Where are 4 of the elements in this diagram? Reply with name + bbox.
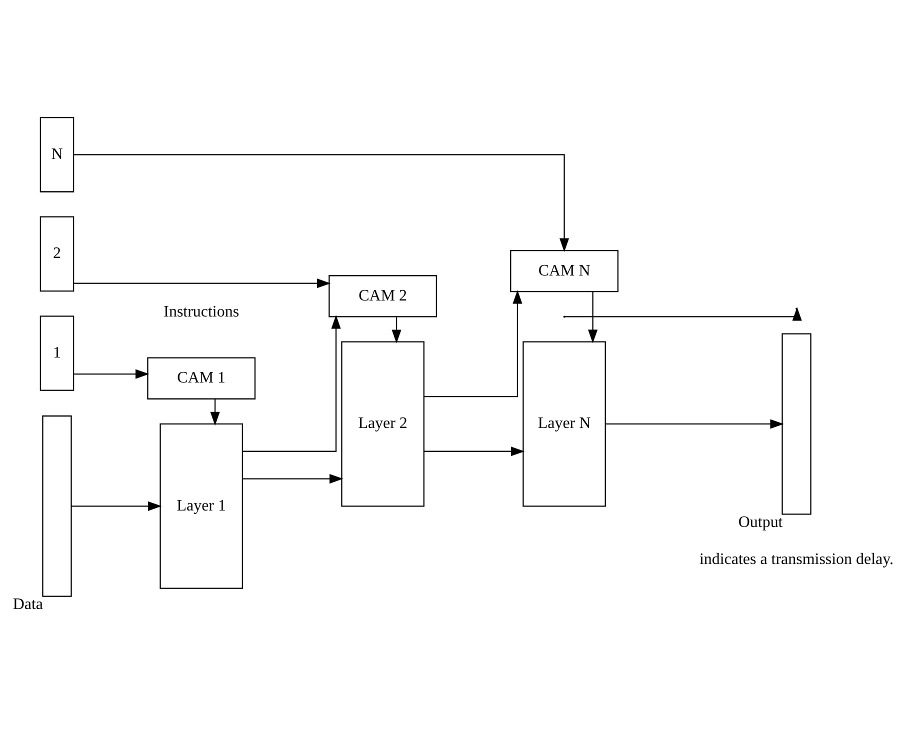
node-label: Output	[738, 514, 783, 531]
label: Instructions	[164, 303, 240, 320]
legend-label: indicates a transmission delay.	[699, 551, 894, 568]
node-label: Data	[12, 596, 43, 614]
